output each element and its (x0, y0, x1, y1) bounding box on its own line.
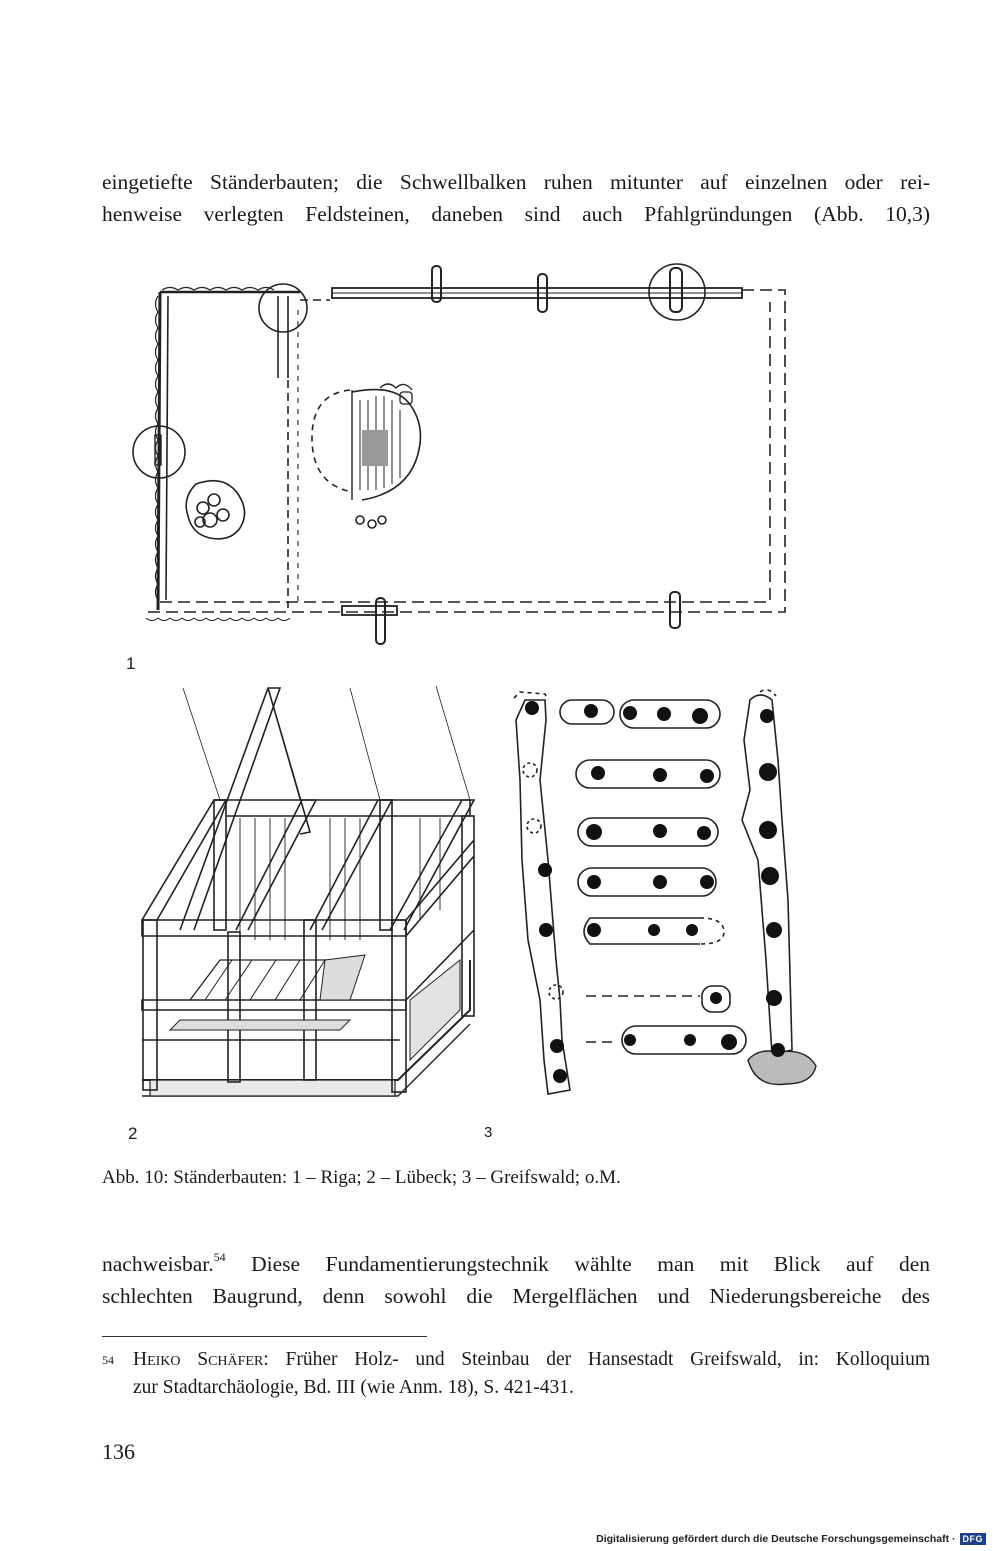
figure-panel-label-2: 2 (128, 1124, 138, 1143)
footnote-divider (102, 1336, 427, 1337)
figure-panel-3-postholes-filled (525, 701, 785, 1083)
dfg-logo: DFG (959, 1533, 986, 1545)
figure-caption: Abb. 10: Ständerbauten: 1 – Riga; 2 – Lü… (102, 1167, 621, 1188)
footnote-line: zur Stadtarchäologie, Bd. III (wie Anm. … (133, 1377, 574, 1398)
figure-panel-1-plan (132, 263, 786, 645)
footnote-author: Heiko Schäfer (133, 1349, 264, 1370)
text-line: nachweisbar.54 Diese Fundamentierungstec… (102, 1248, 930, 1280)
figure-panel-label-1: 1 (126, 654, 136, 673)
text-fragment: Diese Fundamentierungstechnik wählte man… (225, 1252, 930, 1276)
credit-text: Digitalisierung gefördert durch die Deut… (596, 1533, 956, 1545)
text-fragment: nachweisbar. (102, 1252, 214, 1276)
footnote-reference[interactable]: 54 (213, 1250, 226, 1264)
figure-panel-3-postholes (513, 688, 817, 1095)
digitization-credit: Digitalisierung gefördert durch die Deut… (596, 1533, 986, 1545)
text-line: eingetiefte Ständerbauten; die Schwellba… (102, 170, 930, 194)
footnote: 54 Heiko Schäfer: Früher Holz- und Stein… (102, 1346, 930, 1402)
footnote-number: 54 (102, 1353, 114, 1367)
text-line: henweise verlegten Feldsteinen, daneben … (102, 202, 930, 226)
page-number: 136 (102, 1439, 135, 1464)
body-paragraph-top: eingetiefte Ständerbauten; die Schwellba… (102, 166, 930, 230)
text-line: schlechten Baugrund, denn sowohl die Mer… (102, 1284, 930, 1308)
figure-panel-label-3: 3 (484, 1124, 493, 1141)
footnote-text: : Früher Holz- und Steinbau der Hansesta… (263, 1349, 930, 1370)
body-paragraph-bottom: nachweisbar.54 Diese Fundamentierungstec… (102, 1248, 930, 1312)
figure-panel-2-isometric (141, 685, 476, 1097)
footnote-line: Heiko Schäfer: Früher Holz- und Steinbau… (133, 1346, 930, 1374)
